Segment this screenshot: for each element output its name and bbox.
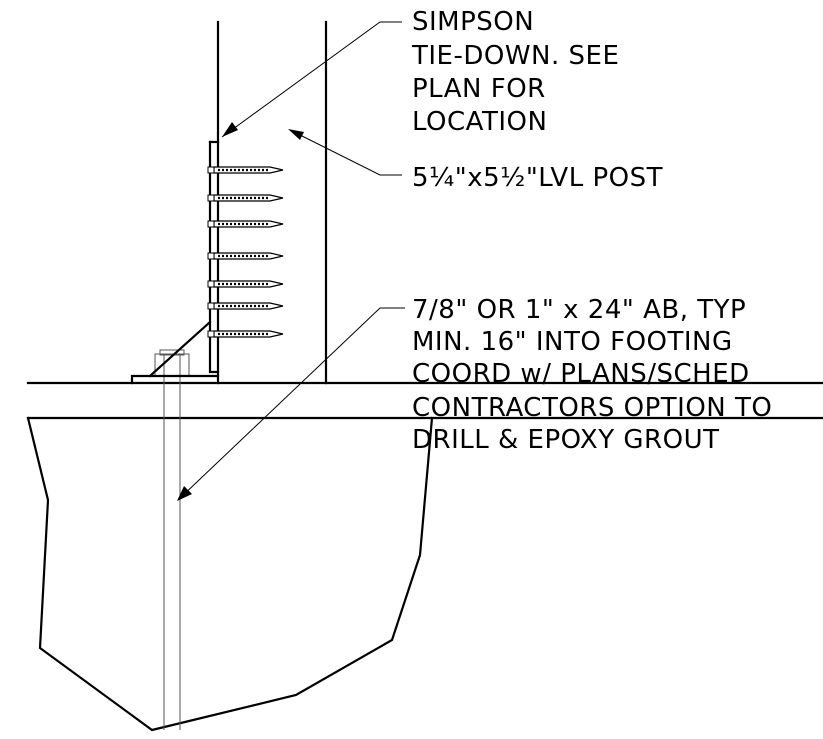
screw bbox=[207, 330, 284, 338]
screw bbox=[207, 166, 284, 174]
lvl-post bbox=[216, 20, 328, 385]
leader-post bbox=[288, 129, 402, 176]
slab-edge bbox=[26, 381, 823, 420]
leader-anchor-bolt bbox=[177, 307, 405, 501]
callout-lvl-post: 5¼"x5½"LVL POST bbox=[412, 163, 663, 193]
screw bbox=[207, 280, 284, 288]
leader-tiedown bbox=[221, 21, 402, 138]
screw bbox=[207, 194, 284, 202]
callout-tiedown: SIMPSON TIE-DOWN. SEE PLAN FOR LOCATION bbox=[411, 7, 628, 137]
screw bbox=[207, 220, 284, 228]
anchor-bolt bbox=[154, 349, 190, 730]
screw bbox=[207, 302, 284, 310]
simpson-tiedown-bracket bbox=[130, 140, 220, 385]
concrete-footing bbox=[26, 416, 434, 732]
callout-anchor-bolt: 7/8" OR 1" x 24" AB, TYP MIN. 16" INTO F… bbox=[412, 295, 781, 455]
screw-group bbox=[207, 166, 284, 338]
screw bbox=[207, 252, 284, 260]
